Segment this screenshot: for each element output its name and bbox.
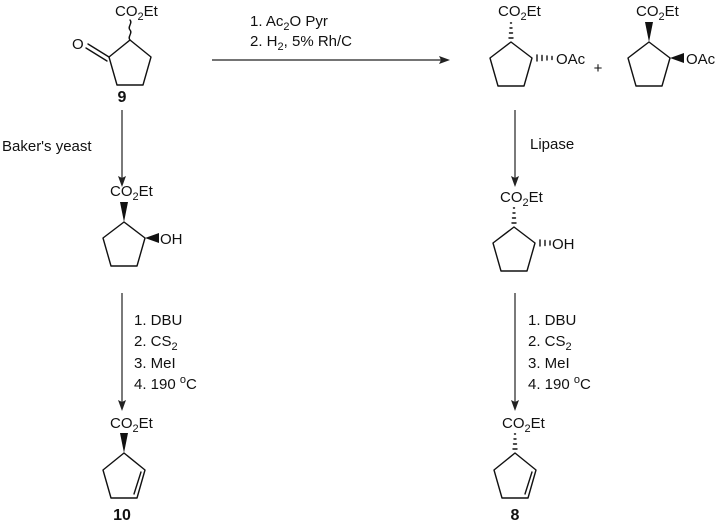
arrowhead <box>511 176 519 187</box>
right-arrow-lipase: Lipase <box>511 110 574 187</box>
condition-step-2: 2. CS2 <box>134 333 178 353</box>
ester-label: CO2Et <box>110 183 154 203</box>
carbonyl-bond-double <box>85 47 108 62</box>
ester-label: CO2Et <box>498 3 542 23</box>
top-reaction-arrow: 1. Ac2O Pyr 2. H2, 5% Rh/C <box>212 13 450 64</box>
lipase-alcohol: CO2Et OH <box>492 189 575 272</box>
ester-label: CO2Et <box>500 189 544 209</box>
condition-lipase: Lipase <box>530 136 574 153</box>
compound-10: CO2Et 10 <box>102 415 154 524</box>
acetate-trans: CO2Et OAc <box>489 3 586 87</box>
hashed-bond-ester <box>508 22 514 39</box>
ester-label: CO2Et <box>636 3 680 23</box>
wedge-bond-oh <box>145 233 159 243</box>
condition-step-2: 2. CS2 <box>528 333 572 353</box>
condition-step-2: 2. H2, 5% Rh/C <box>250 33 352 53</box>
cyclopentene-ring <box>493 452 537 499</box>
cyclopentane-ring <box>492 226 536 272</box>
arrowhead <box>439 56 450 64</box>
cyclopentane-ring <box>627 41 671 87</box>
wavy-bond <box>128 19 132 41</box>
compound-number-9: 9 <box>118 89 127 106</box>
oh-label: OH <box>160 231 183 248</box>
yeast-alcohol: CO2Et OH <box>102 183 183 267</box>
condition-step-4: 4. 190 oC <box>134 374 197 393</box>
ester-label: CO2Et <box>502 415 546 435</box>
left-arrow-elimination: 1. DBU 2. CS2 3. MeI 4. 190 oC <box>118 293 197 411</box>
compound-8: CO2Et 8 <box>493 415 546 524</box>
condition-step-4: 4. 190 oC <box>528 374 591 393</box>
wedge-bond-ester <box>120 433 128 453</box>
ring-double-bond <box>524 471 533 495</box>
arrowhead <box>511 400 519 411</box>
hashed-bond-ester <box>512 433 518 450</box>
cyclopentane-ring <box>108 39 152 86</box>
condition-step-1: 1. Ac2O Pyr <box>250 13 328 33</box>
ester-label: CO2Et <box>115 3 159 23</box>
cyclopentene-ring <box>102 452 146 499</box>
compound-9: O CO2Et 9 <box>72 3 159 106</box>
wedge-bond-ester <box>120 202 128 222</box>
condition-step-3: 3. MeI <box>528 355 570 372</box>
plus-sign: + <box>594 60 603 77</box>
condition-bakers-yeast: Baker's yeast <box>2 138 92 155</box>
acetate-cis: CO2Et OAc <box>627 3 716 87</box>
oac-label: OAc <box>686 51 716 68</box>
right-arrow-elimination: 1. DBU 2. CS2 3. MeI 4. 190 oC <box>511 293 591 411</box>
condition-step-3: 3. MeI <box>134 355 176 372</box>
oh-label: OH <box>552 236 575 253</box>
ester-label: CO2Et <box>110 415 154 435</box>
wedge-bond-oac <box>670 53 684 63</box>
ring-double-bond <box>133 471 142 495</box>
arrowhead <box>118 400 126 411</box>
compound-number-10: 10 <box>113 507 131 524</box>
compound-number-8: 8 <box>511 507 520 524</box>
hashed-bond-oac <box>536 54 553 62</box>
cyclopentane-ring <box>102 221 146 267</box>
hashed-bond-oh <box>539 239 551 247</box>
cyclopentane-ring <box>489 41 533 87</box>
wedge-bond-ester <box>645 22 653 42</box>
condition-step-1: 1. DBU <box>528 312 576 329</box>
arrowhead <box>118 176 126 187</box>
carbonyl-bond <box>87 43 110 58</box>
hashed-bond-ester <box>511 207 517 224</box>
ketone-oxygen: O <box>72 36 84 53</box>
condition-step-1: 1. DBU <box>134 312 182 329</box>
left-arrow-yeast: Baker's yeast <box>2 110 126 187</box>
oac-label: OAc <box>556 51 586 68</box>
